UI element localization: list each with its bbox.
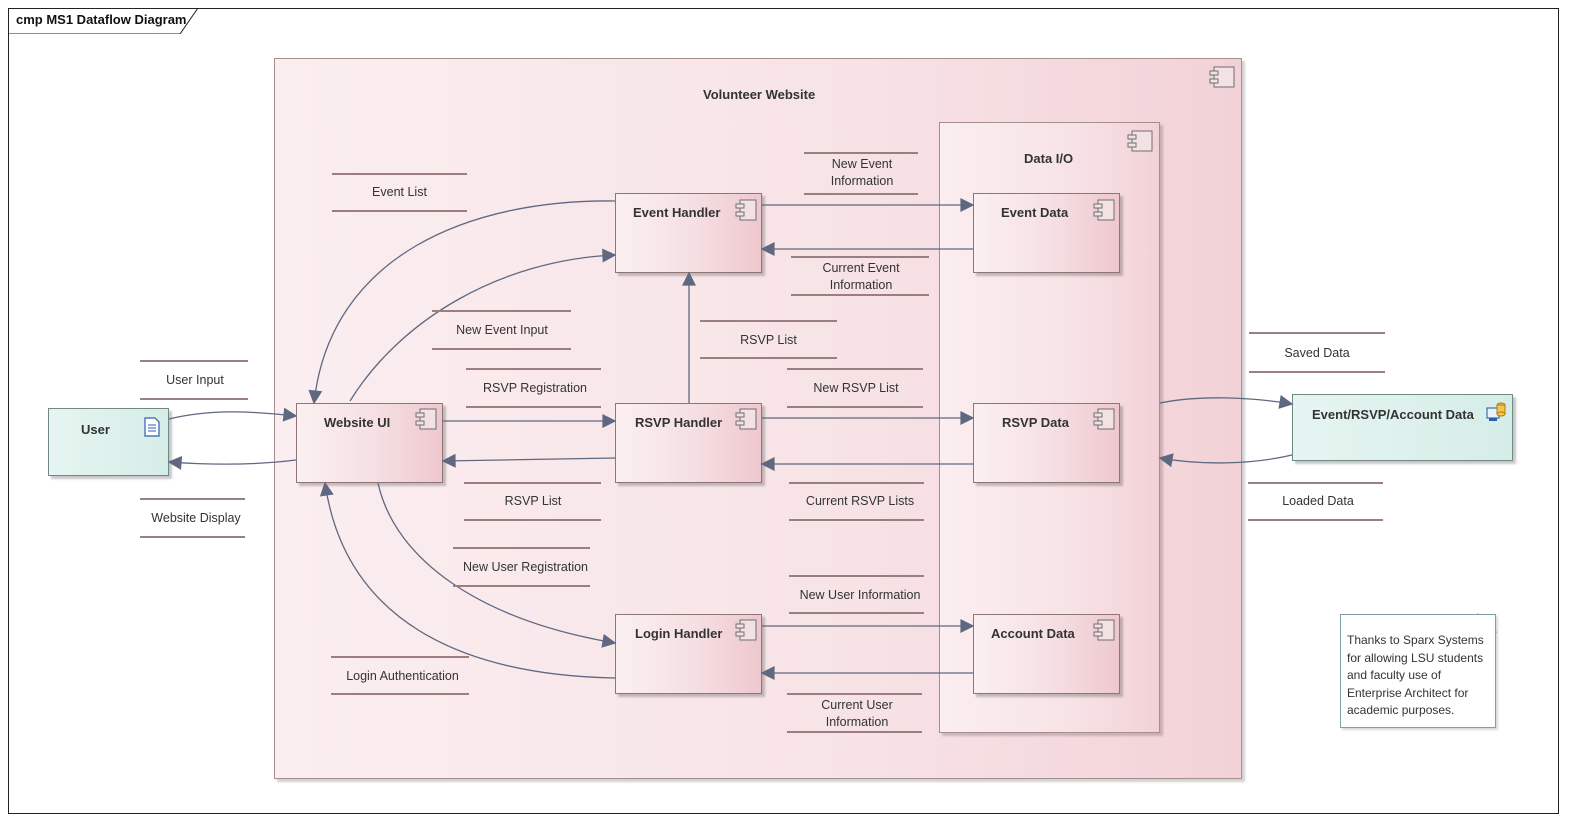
account-data-label: Account Data (991, 626, 1075, 641)
website-ui-label: Website UI (324, 415, 391, 430)
attribution-note[interactable] (1340, 614, 1496, 728)
flow-label-new-event-input: New Event Input (456, 323, 548, 337)
component-icon (1093, 408, 1115, 430)
flow-label-line: Information (829, 278, 893, 292)
component-icon (735, 199, 757, 221)
flow-label-line: Information (830, 174, 894, 188)
flow-label-login-authentication: Login Authentication (346, 669, 459, 683)
diagram-frame (8, 8, 1559, 814)
database-icon (1486, 402, 1506, 421)
volunteer-website-label: Volunteer Website (703, 87, 816, 102)
flow-label-rsvp-registration: RSVP Registration (483, 381, 587, 395)
component-icon (1093, 199, 1115, 221)
flow-label-line: Current User (821, 698, 893, 712)
flow-label-event-list: Event List (372, 185, 427, 199)
flow-label-current-rsvp-lists: Current RSVP Lists (805, 494, 915, 508)
flow-label-current-event-information: Current Event Information (791, 260, 931, 294)
loaded-data-connector (1158, 453, 1293, 468)
flow-label-loaded-data: Loaded Data (1282, 494, 1354, 508)
event-handler-label: Event Handler (633, 205, 721, 220)
flow-label-new-event-information: New Event Information (804, 156, 920, 190)
flow-label-line: Information (825, 715, 889, 729)
flow-label-new-user-registration: New User Registration (462, 560, 589, 574)
component-icon (1093, 619, 1115, 641)
flow-label-rsvp-list-ui: RSVP List (504, 494, 562, 508)
login-handler-label: Login Handler (635, 626, 723, 641)
login-authentication-connector (319, 481, 616, 679)
diagram-title: cmp MS1 Dataflow Diagram (16, 12, 187, 27)
datastore-node[interactable] (1292, 394, 1513, 461)
component-icon (415, 408, 437, 430)
flow-label-line: Current Event (822, 261, 900, 275)
flow-label-new-rsvp-list: New RSVP List (813, 381, 899, 395)
component-icon (735, 619, 757, 641)
user-input-connector (168, 407, 298, 422)
data-io-label: Data I/O (1024, 151, 1074, 166)
rsvp-list-ui-connector (441, 453, 616, 468)
event-data-label: Event Data (1001, 205, 1069, 220)
frame-title-tab (8, 8, 199, 34)
rsvp-data-label: RSVP Data (1002, 415, 1069, 430)
new-user-registration-connector (377, 482, 617, 648)
event-list-connector (308, 200, 616, 405)
document-icon (144, 417, 160, 437)
new-event-input-connector (349, 248, 617, 402)
website-display-connector (167, 455, 297, 470)
flow-label-new-user-information: New User Information (799, 588, 921, 602)
flow-label-line: New Event (831, 157, 893, 171)
flow-label-saved-data: Saved Data (1284, 346, 1350, 360)
component-icon (1127, 130, 1153, 152)
datastore-label: Event/RSVP/Account Data (1312, 407, 1474, 422)
component-icon (735, 408, 757, 430)
saved-data-connector (1159, 395, 1294, 409)
flow-label-user-input: User Input (166, 373, 224, 387)
attribution-note-text: Thanks to Sparx Systems for allowing LSU… (1347, 633, 1484, 717)
component-icon (1209, 66, 1235, 88)
flow-label-rsvp-list-event: RSVP List (740, 333, 797, 347)
flow-label-website-display: Website Display (151, 511, 241, 525)
user-label: User (81, 422, 110, 437)
flow-bars (140, 152, 1385, 733)
rsvp-handler-label: RSVP Handler (635, 415, 723, 430)
flow-label-current-user-information: Current User Information (787, 697, 927, 731)
